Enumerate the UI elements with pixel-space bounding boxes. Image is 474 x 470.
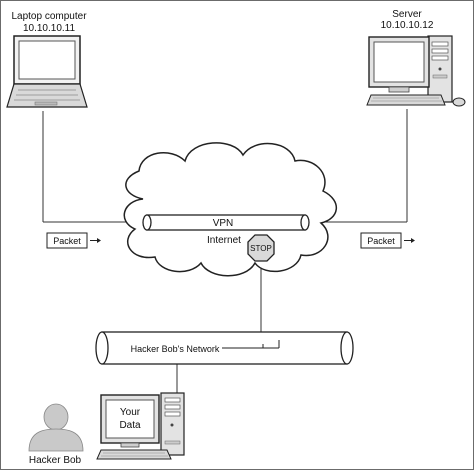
packet-left-label: Packet — [53, 236, 81, 246]
stop-label: STOP — [250, 244, 272, 253]
vpn-label: VPN — [213, 218, 234, 229]
hacker-network-pipe — [95, 331, 354, 365]
person-icon — [28, 403, 84, 452]
internet-label: Internet — [207, 235, 241, 246]
laptop-ip: 10.10.10.11 — [23, 23, 76, 34]
vpn-tunnel — [142, 214, 310, 231]
server-icon — [366, 35, 466, 107]
hacker-network-label: Hacker Bob's Network — [131, 344, 220, 354]
hacker-label: Hacker Bob — [29, 455, 82, 466]
packet-right — [360, 232, 415, 249]
hacker-computer-icon — [96, 392, 185, 460]
packet-right-label: Packet — [367, 236, 395, 246]
laptop-icon — [6, 35, 88, 108]
server-label: Server — [392, 9, 422, 20]
hacker-screen-line2: Data — [119, 420, 141, 431]
packet-left — [46, 232, 101, 249]
laptop-label: Laptop computer — [11, 11, 87, 22]
stop-sign-icon — [247, 234, 275, 262]
internet-cloud — [123, 142, 337, 277]
server-ip: 10.10.10.12 — [381, 20, 434, 31]
hacker-screen-line1: Your — [120, 407, 141, 418]
